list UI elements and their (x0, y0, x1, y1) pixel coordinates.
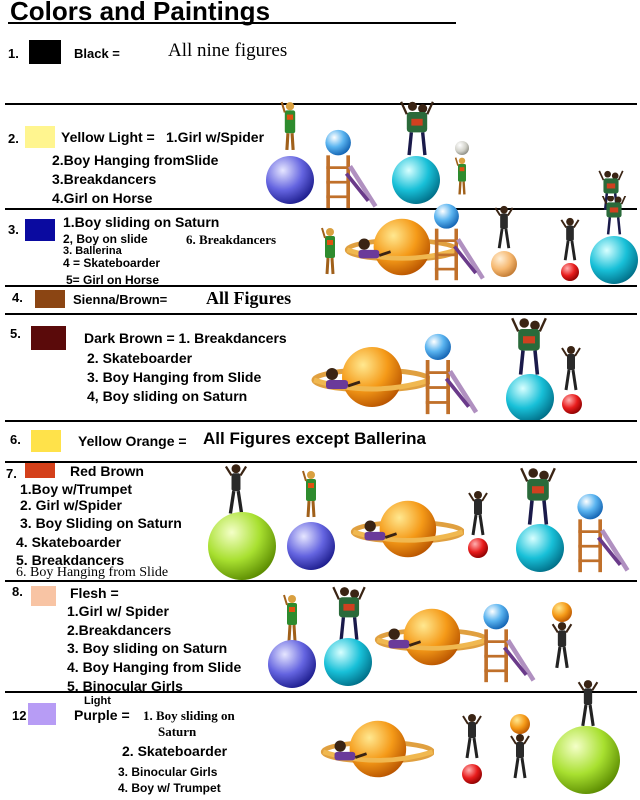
list-item: 3. Boy sliding on Saturn (67, 640, 228, 656)
list-item: 4 = Skateboarder (63, 256, 161, 270)
list-item: 4. Boy Hanging from Slide (67, 659, 242, 675)
color-swatch (25, 219, 55, 241)
list-item: 3. Boy Hanging from Slide (87, 369, 262, 385)
list-item: 1. Boy sliding on (143, 708, 235, 723)
section-2-illustration (266, 100, 625, 210)
section-number: 7. (6, 466, 17, 481)
divider (5, 420, 637, 422)
color-label: Red Brown (70, 463, 144, 479)
color-swatch (25, 126, 55, 148)
section-number: 4. (12, 290, 23, 305)
color-swatch (31, 430, 61, 452)
side-note: 6. Breakdancers (186, 232, 277, 247)
divider (5, 103, 637, 105)
list-item: 3. Boy Sliding on Saturn (20, 515, 182, 531)
color-answer: All nine figures (168, 40, 288, 61)
color-swatch (31, 326, 66, 350)
section-5-illustration (310, 316, 582, 420)
divider (5, 580, 637, 582)
section-number: 5. (10, 326, 21, 341)
title-underline (8, 22, 456, 24)
section-number: 3. (8, 222, 19, 237)
list-item: 4, Boy sliding on Saturn (87, 388, 248, 404)
color-swatch (35, 290, 65, 308)
color-label: Yellow Light = (61, 129, 155, 145)
divider (5, 461, 637, 463)
list-item: 2, Boy on slide (63, 232, 148, 246)
list-item: 1.Boy w/Trumpet (20, 481, 133, 497)
section-8-illustration (268, 586, 574, 688)
list-item: 2.Boy Hanging fromSlide (52, 152, 219, 168)
list-item: 1.Boy sliding on Saturn (63, 214, 220, 230)
list-item: 2. Skateboarder (87, 350, 193, 366)
section-number: 6. (10, 432, 21, 447)
color-label: Black = (74, 46, 120, 61)
color-label: Sienna/Brown= (73, 292, 168, 307)
color-answer: All Figures except Ballerina (203, 429, 426, 448)
list-item: 4. Skateboarder (16, 534, 122, 550)
color-label: Flesh = (70, 585, 119, 601)
divider (5, 313, 637, 315)
list-item: 3.Breakdancers (52, 171, 157, 187)
divider (5, 208, 637, 210)
section-number: 2. (8, 131, 19, 146)
page-title: Colors and Paintings (10, 0, 271, 26)
list-item: 6. Boy Hanging from Slide (16, 565, 169, 580)
color-label: Purple = (74, 707, 130, 723)
list-item: 4.Girl on Horse (52, 190, 153, 206)
color-swatch (29, 40, 61, 64)
color-swatch (25, 463, 55, 478)
color-swatch (31, 586, 56, 606)
list-item: 2. Girl w/Spider (20, 497, 122, 513)
list-item: 2. Skateboarder (122, 743, 228, 759)
section-3-illustration (320, 196, 638, 284)
color-answer: All Figures (206, 288, 292, 308)
color-label: Yellow Orange = (78, 433, 187, 449)
divider (5, 691, 637, 693)
list-item: 5. Binocular Girls (67, 678, 183, 694)
section-7-illustration (208, 462, 640, 580)
color-swatch (28, 703, 56, 725)
list-item: 4. Boy w/ Trumpet (118, 781, 221, 795)
color-label-top: Light (84, 695, 111, 707)
list-item: 5= Girl on Horse (66, 273, 160, 287)
color-label: Dark Brown = 1. Breakdancers (84, 330, 287, 346)
list-item: 1.Girl w/ Spider (67, 603, 169, 619)
section-12-illustration (318, 678, 620, 794)
list-item: 5. Breakdancers (16, 552, 125, 568)
list-item: 2.Breakdancers (67, 622, 172, 638)
section-number: 1. (8, 46, 19, 61)
divider (5, 285, 637, 287)
list-item: Saturn (158, 724, 197, 739)
list-item: 3. Ballerina (63, 245, 122, 257)
list-item: 3. Binocular Girls (118, 765, 218, 779)
section-number: 12 (12, 708, 27, 723)
list-item: 1.Girl w/Spider (166, 129, 265, 145)
section-number: 8. (12, 584, 23, 599)
